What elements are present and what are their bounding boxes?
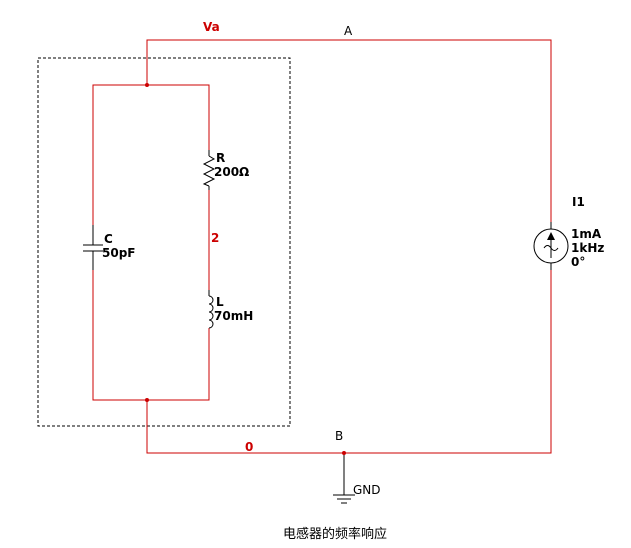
resistor-icon [202,150,216,190]
capacitor-value: 50pF [102,246,136,260]
inductor-value: 70mH [214,309,253,323]
wire-loop-bottom [92,270,210,401]
source-phase: 0° [571,255,585,269]
node-label-a: A [344,24,353,38]
node-label-b: B [335,429,343,443]
resistor-value: 200Ω [214,165,249,179]
inductor-name: L [216,295,224,309]
source-frequency: 1kHz [571,241,604,255]
figure-caption: 电感器的频率响应 [283,526,387,542]
node-label-0: 0 [245,440,253,454]
ground-icon [333,494,355,504]
resistor-name: R [216,151,225,165]
capacitor-icon [83,225,103,270]
ac-current-source-icon [533,222,569,270]
source-name: I1 [572,195,585,209]
node-label-2: 2 [211,231,219,245]
wire-bottom [146,270,552,454]
wire-loop-top [92,84,210,225]
subcircuit-box [37,57,291,427]
inductor-icon [208,290,214,329]
ground-label: GND [353,483,381,497]
junction-bottom [145,398,149,402]
capacitor-name: C [104,232,113,246]
source-amplitude: 1mA [571,227,602,241]
wires [92,39,552,495]
wire-top [146,39,552,222]
junction-ground [342,451,346,455]
node-label-va: Va [203,20,220,34]
junction-top [145,83,149,87]
